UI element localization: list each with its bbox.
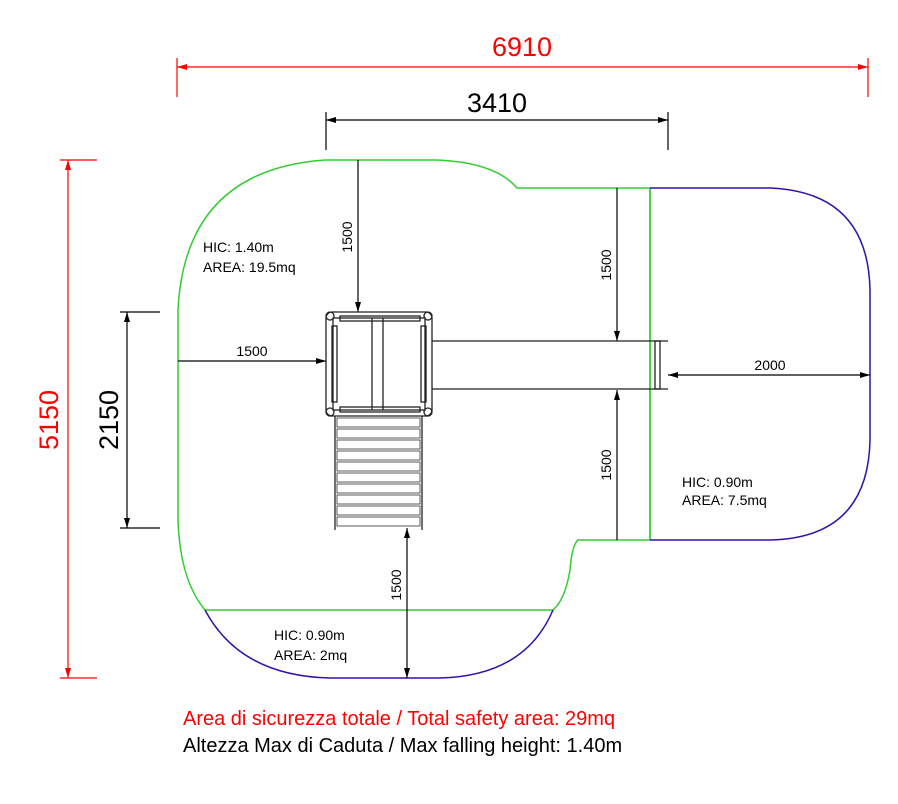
overall-height-dimension: 5150: [34, 159, 97, 679]
tower-span-label: 3410: [467, 88, 527, 118]
overall-width-label: 6910: [492, 32, 552, 62]
slide-end-clearance-label: 2000: [754, 357, 785, 373]
stair-step: [336, 494, 421, 505]
slide-exit-zone-label: HIC: 0.90m AREA: 7.5mq: [682, 474, 767, 508]
play-tower: [325, 311, 433, 417]
main-safety-zone-outline: [177, 159, 651, 611]
stair-zone-hic: HIC: 0.90m: [274, 627, 345, 643]
main-zone-hic: HIC: 1.40m: [203, 239, 274, 255]
right-top-clearance-dimension: 1500: [598, 188, 620, 341]
stair-step: [336, 461, 421, 472]
overall-height-label: 5150: [34, 390, 64, 450]
total-safety-area-text: Area di sicurezza totale / Total safety …: [183, 708, 615, 730]
stair-step: [336, 483, 421, 494]
right-top-clearance-label: 1500: [598, 249, 614, 280]
stair-zone-label: HIC: 0.90m AREA: 2mq: [274, 627, 347, 663]
max-falling-height-text: Altezza Max di Caduta / Max falling heig…: [183, 735, 622, 757]
main-zone-label: HIC: 1.40m AREA: 19.5mq: [203, 239, 296, 275]
tower-depth-dimension: 2150: [94, 311, 160, 529]
stair-step: [336, 516, 421, 527]
stairs: [334, 416, 423, 530]
overall-width-dimension: 6910: [176, 32, 869, 97]
tower-depth-label: 2150: [94, 390, 124, 450]
slide-exit-zone-hic: HIC: 0.90m: [682, 474, 753, 490]
top-clearance-label: 1500: [339, 221, 355, 252]
tower-span-dimension: 3410: [325, 88, 669, 150]
stair-step: [336, 417, 421, 428]
top-clearance-dimension: 1500: [339, 160, 361, 312]
stair-step: [336, 439, 421, 450]
stair-step: [336, 505, 421, 516]
stair-step: [336, 472, 421, 483]
left-clearance-label: 1500: [236, 343, 267, 359]
stair-zone-outline: [204, 609, 554, 679]
bottom-clearance-label: 1500: [388, 569, 404, 600]
main-zone-area: AREA: 19.5mq: [203, 259, 296, 275]
slide-end-clearance-dimension: 2000: [668, 357, 870, 378]
right-bottom-clearance-label: 1500: [598, 449, 614, 480]
stair-step: [336, 428, 421, 439]
stair-step: [336, 450, 421, 461]
bottom-clearance-dimension: 1500: [388, 528, 410, 678]
left-clearance-dimension: 1500: [178, 343, 326, 364]
right-bottom-clearance-dimension: 1500: [598, 390, 620, 540]
slide: [432, 340, 668, 390]
stair-zone-area: AREA: 2mq: [274, 647, 347, 663]
slide-exit-zone-outline: [650, 187, 871, 541]
slide-exit-zone-area: AREA: 7.5mq: [682, 492, 767, 508]
